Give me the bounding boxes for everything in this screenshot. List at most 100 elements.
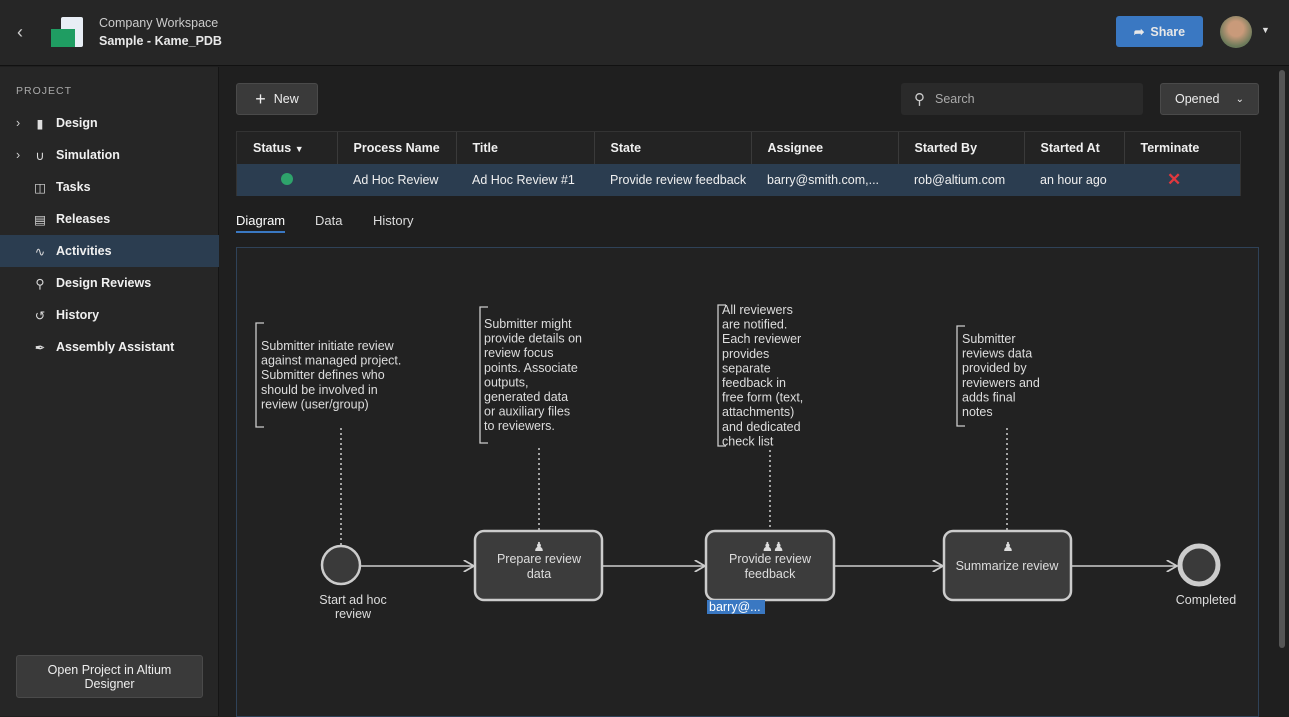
sort-icon: ▼ [294, 144, 304, 154]
group-icon: ♟♟ [762, 540, 784, 554]
column-state[interactable]: State [594, 132, 752, 164]
svg-text:feedback: feedback [745, 567, 796, 581]
annotation-text: reviewers and [962, 376, 1040, 390]
section-label: PROJECT [16, 85, 73, 97]
state-cell: Provide review feedback [610, 173, 747, 187]
annotation-text: Each reviewer [722, 332, 801, 346]
user-task-icon: ♟ [533, 540, 544, 554]
chevron-right-icon[interactable]: › [16, 116, 21, 130]
scrollbar[interactable] [1279, 70, 1285, 648]
sidebar-item-tasks[interactable]: ◫Tasks [0, 171, 219, 203]
annotation-text: Submitter might [484, 317, 572, 331]
assignee-badge-text: barry@... [709, 600, 761, 614]
status-dot [281, 172, 293, 185]
annotation-text: or auxiliary files [484, 405, 570, 419]
annotation-text: against managed project. [261, 354, 401, 368]
annotation-text: provided by [962, 361, 1027, 375]
svg-text:barry@...: barry@... [709, 600, 761, 614]
task-provide-review-feedback [704, 529, 836, 602]
task-prepare-review-data [473, 529, 604, 602]
sidebar-item-assembly-assistant[interactable]: ✒Assembly Assistant [0, 331, 219, 363]
annotation-text: adds final [962, 390, 1016, 404]
project-icon [51, 17, 83, 49]
activities-table: Status ▼ Process Name Title State Assign… [236, 131, 1241, 196]
filter-select[interactable]: Opened⌄ [1160, 83, 1259, 115]
sidebar-item-design[interactable]: ›▮Design [16, 116, 98, 131]
task-summarize-review [942, 529, 1073, 602]
tab-diagram[interactable]: Diagram [236, 213, 286, 233]
start-label: review [335, 607, 372, 621]
sidebar-item-activities[interactable]: ∿Activities [0, 235, 219, 267]
tab-history[interactable]: History [373, 213, 414, 228]
process-name-cell: Ad Hoc Review [353, 173, 439, 187]
column-status[interactable]: Status ▼ [237, 132, 338, 164]
column-process-name[interactable]: Process Name [337, 132, 457, 164]
chevron-down-icon: ⌄ [1235, 93, 1244, 105]
column-started-by[interactable]: Started By [898, 132, 1025, 164]
annotation-bracket [956, 325, 965, 427]
task-label: feedback [745, 567, 796, 581]
terminate-icon[interactable]: ✕ [1167, 170, 1182, 189]
plus-icon: + [255, 88, 266, 109]
annotation-text: review focus [484, 346, 553, 360]
column-title[interactable]: Title [456, 132, 595, 164]
annotation-bracket [255, 322, 264, 428]
start-label: Start ad hoc [319, 593, 386, 607]
annotation-text: are notified. [722, 318, 787, 332]
sidebar-item-history[interactable]: ↺History [0, 299, 219, 331]
annotation-bracket [717, 304, 726, 447]
history-icon: ↺ [34, 308, 46, 323]
started-by-cell: rob@altium.com [914, 173, 1006, 187]
folder-icon: ▮ [36, 116, 44, 131]
workspace-name: Company Workspace [99, 16, 219, 30]
releases-icon: ▤ [34, 212, 46, 227]
sidebar-item-releases[interactable]: ▤Releases [0, 203, 219, 235]
annotation-text: notes [962, 405, 993, 419]
annotation-text: reviews data [962, 347, 1032, 361]
svg-text:data: data [527, 567, 551, 581]
annotation-text: feedback in [722, 376, 786, 390]
new-button[interactable]: +New [236, 83, 318, 115]
annotation-text: Submitter defines who [261, 368, 385, 382]
annotation-text: Submitter initiate review [261, 339, 395, 353]
annotation-text: free form (text, [722, 391, 803, 405]
svg-text:Start ad hoc: Start ad hoc [319, 593, 386, 607]
end-label: Completed [1176, 593, 1236, 607]
sidebar-item-design-reviews[interactable]: ⚲Design Reviews [0, 267, 219, 299]
share-button[interactable]: ➦Share [1116, 16, 1203, 47]
started-at-cell: an hour ago [1040, 173, 1107, 187]
tasks-icon: ◫ [34, 180, 46, 195]
sidebar-item-simulation[interactable]: ›∪Simulation [16, 148, 120, 163]
table-row[interactable]: Ad Hoc Review Ad Hoc Review #1 Provide r… [237, 164, 1240, 196]
open-in-designer-button[interactable]: Open Project in Altium Designer [16, 655, 203, 698]
svg-text:Prepare review: Prepare review [497, 552, 582, 566]
assignee-badge [707, 600, 765, 614]
tab-data[interactable]: Data [315, 213, 343, 228]
annotation-text: outputs, [484, 375, 528, 389]
share-icon: ➦ [1133, 25, 1145, 39]
back-icon[interactable]: ‹ [17, 22, 23, 42]
avatar[interactable] [1220, 16, 1252, 48]
search-icon: ⚲ [914, 91, 925, 108]
annotation-text: All reviewers [722, 303, 793, 317]
title-cell: Ad Hoc Review #1 [472, 173, 575, 187]
task-label: Prepare review [497, 552, 582, 566]
end-event [1177, 543, 1221, 587]
chevron-right-icon[interactable]: › [16, 148, 21, 162]
annotation-text: and dedicated [722, 420, 801, 434]
task-label: Summarize review [956, 559, 1060, 573]
svg-text:review: review [335, 607, 372, 621]
annotation-text: points. Associate [484, 361, 578, 375]
column-terminate: Terminate [1140, 141, 1200, 155]
start-event [320, 544, 362, 586]
annotation-bracket [479, 306, 488, 444]
annotation-text: attachments) [722, 405, 794, 419]
column-started-at[interactable]: Started At [1024, 132, 1125, 164]
sidebar: PROJECT ›▮Design ›∪Simulation ◫Tasks ▤Re… [0, 67, 219, 716]
assignee-cell: barry@smith.com,... [767, 173, 880, 187]
avatar-dropdown-icon[interactable]: ▼ [1261, 25, 1270, 35]
search-input[interactable]: ⚲ Search [901, 83, 1143, 115]
activity-icon: ∿ [34, 244, 46, 259]
waveform-icon: ∪ [35, 148, 45, 163]
column-assignee[interactable]: Assignee [751, 132, 899, 164]
